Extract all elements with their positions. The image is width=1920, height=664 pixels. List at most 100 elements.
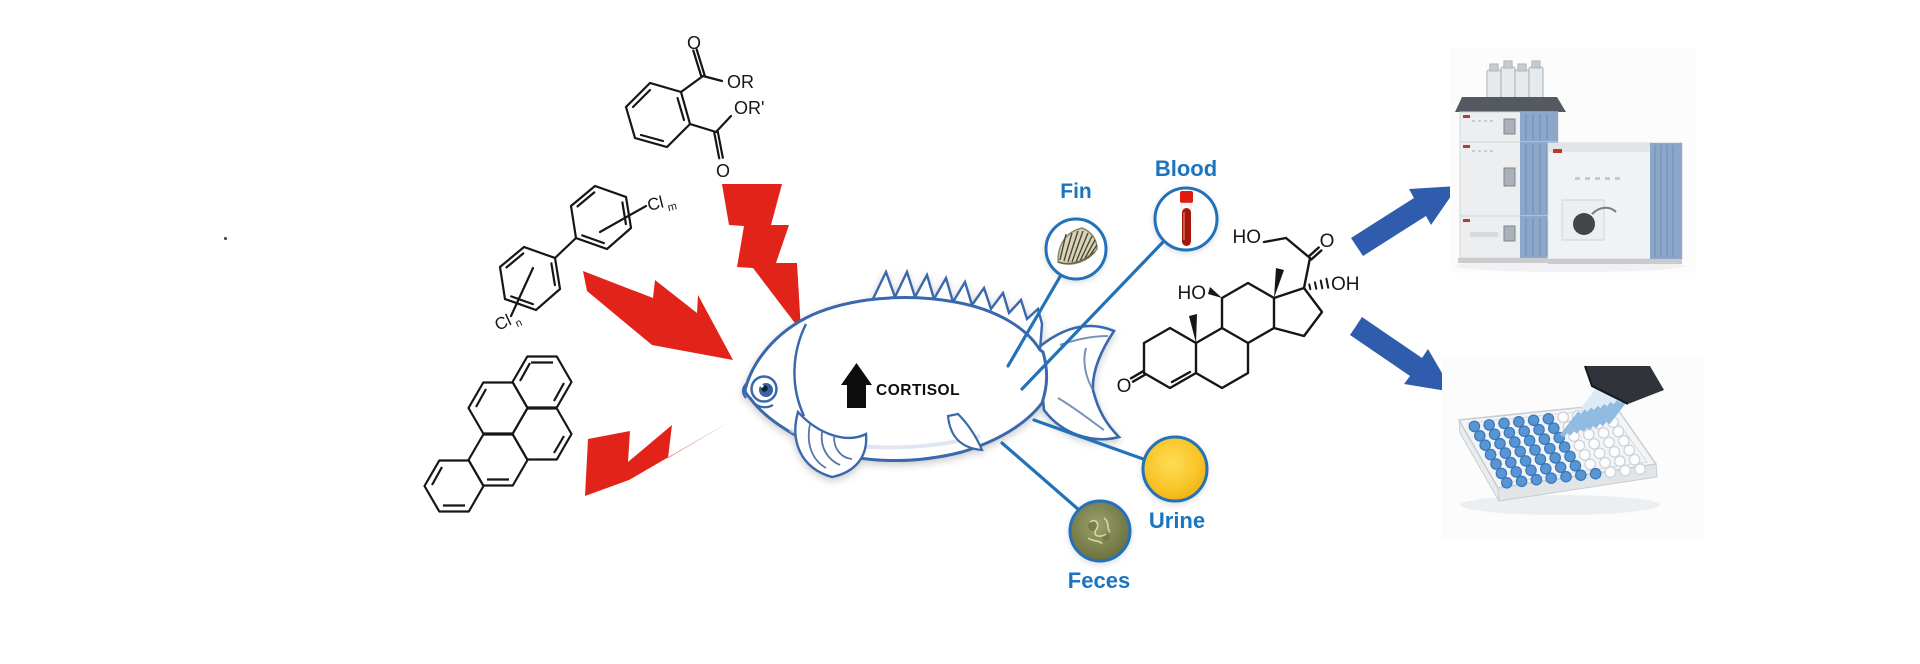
well — [1479, 439, 1491, 451]
fin-connector-line — [1006, 273, 1063, 368]
well — [1542, 412, 1555, 425]
well — [1494, 437, 1506, 450]
well — [1529, 444, 1541, 456]
well — [1534, 453, 1547, 466]
microplate-wells — [1468, 406, 1646, 489]
well — [1488, 428, 1501, 441]
steroid-c13-methyl-wedge — [1274, 268, 1284, 298]
pipette-tip-liquid — [1579, 405, 1602, 432]
urine-circle — [1141, 435, 1209, 503]
feces-circle — [1068, 499, 1132, 563]
fish-eye-glint — [760, 384, 764, 388]
well — [1548, 422, 1560, 434]
well — [1557, 411, 1569, 424]
cortisol-o-20-label: O — [1320, 231, 1335, 252]
steroid-ring-a — [1142, 326, 1198, 390]
pah-ring-b — [467, 381, 529, 435]
steroid-c11-oh-wedge — [1208, 287, 1222, 298]
well — [1468, 420, 1481, 433]
pcb-cl-upper-label: Cl — [645, 193, 665, 215]
well — [1579, 449, 1591, 461]
fin-magnifier — [1044, 217, 1108, 281]
well — [1599, 456, 1611, 469]
well — [1514, 445, 1526, 458]
well — [1525, 464, 1537, 477]
feces-magnifier — [1068, 499, 1132, 563]
stray-dot — [224, 237, 227, 240]
well — [1503, 426, 1516, 439]
well — [1518, 425, 1530, 437]
well — [1549, 452, 1561, 464]
steroid-c20-ketone-bonds — [1307, 246, 1323, 261]
pcb-cl-lower-label: Cl — [492, 311, 515, 335]
phthalate-ester-2-bonds — [688, 114, 733, 160]
phthalate-o-top-label: O — [687, 33, 701, 53]
well — [1490, 458, 1502, 470]
hplc-module-3 — [1459, 215, 1559, 259]
well — [1589, 467, 1602, 480]
fish-mouth — [741, 383, 774, 409]
fish-pectoral-fin — [794, 409, 868, 479]
pah-ring-a — [511, 355, 573, 409]
well — [1593, 447, 1606, 460]
pcb-cl-lower-bond — [509, 266, 535, 318]
pipette-tip-liquid — [1586, 403, 1608, 430]
steroid-ring-b — [1194, 326, 1250, 390]
arrow-to-elisa-icon — [1350, 317, 1453, 392]
solvent-tray — [1455, 97, 1566, 112]
well — [1575, 469, 1587, 481]
well — [1560, 470, 1572, 483]
lcms-instrument-illustration — [1450, 48, 1695, 273]
well — [1505, 456, 1517, 469]
pah-ring-e — [423, 459, 485, 513]
arrow-to-lcms-icon — [1351, 186, 1458, 256]
pipette-tip-liquid — [1605, 398, 1628, 425]
fish-gill-line — [793, 323, 808, 417]
well — [1618, 435, 1630, 447]
fish-tail — [1036, 324, 1122, 441]
steroid-ring-d — [1272, 286, 1324, 338]
phthalate-structure: O OR OR' O — [624, 33, 764, 181]
pcb-biphenyl-bond — [553, 236, 578, 260]
lightning-bolt-middle-icon — [583, 271, 733, 360]
pipette-head-edge — [1584, 365, 1629, 405]
steroid-delta4-double-bond — [1170, 370, 1192, 384]
well — [1584, 458, 1596, 471]
urine-magnifier — [1141, 435, 1209, 503]
steroid-c3-ketone-bonds — [1129, 370, 1147, 383]
pcb-ring-upper — [569, 184, 633, 251]
well — [1569, 459, 1582, 472]
pipette-tip-liquid — [1599, 400, 1621, 427]
urine-connector-line — [1032, 418, 1148, 462]
feces-label: Feces — [1068, 568, 1130, 593]
well — [1499, 447, 1512, 459]
pah-structure — [423, 355, 573, 513]
pipette-tip-liquid — [1566, 409, 1589, 436]
well — [1564, 450, 1576, 463]
well — [1474, 429, 1486, 442]
lightning-bolt-bottom-icon — [585, 421, 731, 496]
well — [1623, 444, 1635, 457]
feces-connector-line — [1000, 441, 1081, 512]
pipette-tip-liquid — [1573, 407, 1595, 434]
pcb-n-subscript: n — [514, 317, 525, 330]
well — [1603, 436, 1615, 449]
well — [1634, 463, 1646, 475]
pipette-tip-liquid — [1592, 401, 1615, 429]
well — [1597, 427, 1610, 439]
stressor-bolts — [583, 184, 801, 496]
steroid-side-chain-bonds — [1262, 236, 1312, 290]
well — [1498, 417, 1510, 430]
lightning-bolt-top-icon — [722, 184, 801, 331]
cortisol-ho-21-label: HO — [1233, 227, 1262, 248]
test-tube-cap — [1180, 191, 1193, 203]
phthalate-o-bottom-label: O — [716, 161, 730, 181]
pah-ring-d — [467, 433, 529, 487]
well — [1544, 442, 1556, 455]
well — [1483, 419, 1495, 431]
elisa-microplate-illustration — [1442, 358, 1704, 540]
hplc-module-2 — [1459, 141, 1559, 217]
well — [1509, 436, 1521, 448]
well — [1619, 464, 1631, 477]
